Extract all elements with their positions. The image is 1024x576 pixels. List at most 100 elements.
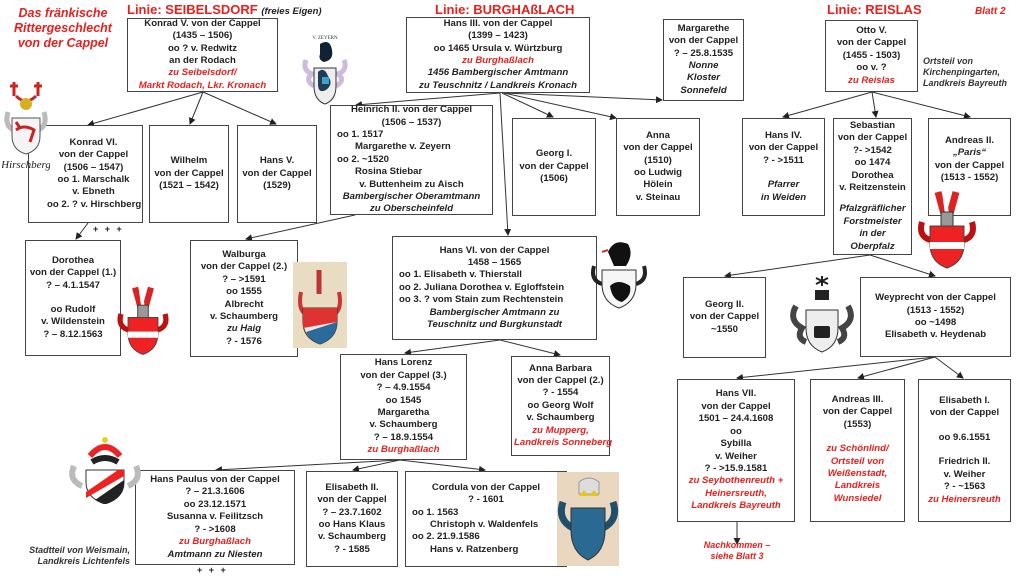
person-text-line: Christoph v. Waldenfels (430, 519, 539, 530)
person-text-line: oo 1. 1517 (337, 128, 384, 140)
line-heading-seibelsdorf: Linie: SEIBELSDORF (freies Eigen) (127, 2, 322, 17)
person-text-line: v. Buttenheim zu Aisch (359, 178, 464, 190)
person-text-line: oo 23.12.1571 (183, 498, 247, 510)
person-text-line: Landkreis Sonneberg (514, 437, 613, 449)
person-text-line: Teuschnitz und Burgkunstadt (426, 319, 563, 331)
person-text-line: ? – 18.9.1554 (373, 431, 434, 443)
person-text-line: Dorothea (51, 254, 95, 266)
person-text-line: Elisabeth I. (939, 395, 990, 407)
person-text-line: oo 1. Elisabeth v. Thierstall (399, 269, 522, 281)
person-text-line: v. Wildenstein (41, 316, 105, 328)
person-text-line: oo 1474 (854, 157, 891, 169)
person-text-line: zu Burghaßlach (462, 55, 534, 66)
person-text-line: zu Heinersreuth (928, 493, 1001, 505)
person-text-line: „Paris“ (952, 147, 987, 159)
person-text-line: ? – 4.1.1547 (46, 279, 100, 291)
person-text-line (836, 194, 909, 203)
person-text-line: Hans V. (259, 155, 295, 167)
person-text-line: von der Cappel (3.) (360, 369, 447, 381)
zeyern-coat-of-arms-icon: V. ZEYERN (302, 36, 348, 105)
person-text-line: Hans Lorenz (374, 357, 433, 369)
person-text-line: Georg II. (705, 298, 744, 310)
person-text-line: (1513 - 1552) (906, 304, 965, 316)
person-text-line: ? - 1576 (226, 335, 262, 347)
person-text-line: v. Weiher (715, 450, 757, 462)
person-georg-ii: Georg II.von der Cappel~1550 (683, 277, 766, 358)
svg-text:V. ZEYERN: V. ZEYERN (312, 36, 338, 41)
person-text-line: ? - 1585 (334, 543, 370, 555)
person-konrad-vi: Konrad VI.von der Cappel(1506 – 1547)oo … (28, 125, 143, 223)
person-text-line: von der Cappel (934, 159, 1005, 171)
person-text-line: zu Seibelsdorf/ (168, 67, 237, 79)
person-heinrich-ii: Heinrich II. von der Cappel(1506 – 1537)… (330, 104, 493, 215)
person-text-line: ? – 8.12.1563 (43, 328, 103, 340)
person-text-line: v. Schaumberg (526, 412, 595, 424)
extinct-marker: + + + (93, 224, 124, 234)
person-text-line: Pfarrer (767, 179, 800, 191)
person-text-line: Hölein (643, 179, 673, 191)
person-text-line: Friedrich II. (938, 456, 991, 468)
person-text-line: von der Cappel (836, 37, 907, 49)
person-text-line: ? - 1554 (542, 387, 579, 399)
person-text-line: von der Cappel (317, 494, 387, 506)
line-heading-reislas: Linie: REISLAS (827, 2, 922, 17)
person-text-line: oo ? v. Redwitz (167, 42, 238, 54)
person-georg-i: Georg I.von der Cappel(1506) (512, 118, 596, 216)
person-text-line: von der Cappel (689, 311, 760, 323)
person-text-line: von der Cappel (1.) (29, 267, 117, 279)
person-text-line: Sebastian (849, 120, 896, 131)
person-text-line: Heinersreuth, (705, 487, 767, 499)
cappel-coat-of-arms-icon (918, 191, 976, 269)
person-text-line: Sonnefeld (680, 84, 727, 96)
person-text-line: von der Cappel (837, 132, 908, 144)
person-text-line: an der Rodach (169, 55, 236, 66)
heydenab-coat-of-arms-icon (790, 276, 854, 353)
person-text-line: Margarethe v. Zeyern (355, 141, 451, 153)
person-text-line: in der (859, 228, 886, 240)
person-text-line: v. Schaumberg (369, 419, 438, 431)
person-text-line: (1513 - 1552) (940, 172, 999, 184)
person-text-line: von der Cappel (2.) (517, 374, 604, 386)
person-text-line: ?- >1542 (853, 144, 892, 156)
person-text-line: Markt Rodach, Lkr. Kronach (138, 79, 267, 91)
person-text-line: 1501 – 24.4.1608 (698, 413, 774, 425)
person-text-line: zu Burghaßlach (367, 444, 440, 456)
person-text-line: oo (730, 425, 742, 437)
person-text-line: zu Burghaßlach (179, 536, 251, 548)
person-text-line: v. Steinau (635, 191, 681, 203)
line-heading-burghasslach: Linie: BURGHAßLACH (435, 2, 575, 17)
person-text-line: Elisabeth v. Heydenab (884, 329, 987, 341)
person-andreas-iii: Andreas III.von der Cappel(1553)zu Schön… (810, 379, 905, 522)
person-hans-v: Hans V.von der Cappel(1529) (237, 125, 317, 223)
svg-text:Hirschberg: Hirschberg (2, 159, 50, 171)
person-text-line: ? - >15.9.1581 (704, 462, 768, 474)
person-text-line: Otto V. (856, 24, 887, 36)
person-text-line: oo 1. 1563 (412, 506, 459, 518)
person-text-line: von der Cappel (519, 160, 589, 172)
person-text-line: oo Hans Klaus (318, 519, 386, 530)
person-text-line: von der Cappel (2.) (200, 261, 288, 273)
person-text-line: Weißenstadt, (827, 468, 888, 480)
person-text-line: zu Reislas (848, 74, 895, 86)
note-descendants: Nachkommen –siehe Blatt 3 (703, 540, 771, 561)
person-text-line: ? – 23.7.1602 (322, 506, 382, 518)
person-text-line: oo 1555 (226, 286, 262, 298)
person-text-line: v. Reitzenstein (839, 182, 906, 194)
note-weismain: Stadtteil von Weismain,Landkreis Lichten… (29, 545, 130, 566)
person-text-line: ? - 1601 (468, 494, 504, 506)
person-text-line: Sybilla (720, 438, 752, 450)
person-text-line: (1510) (644, 154, 672, 166)
person-text-line: von der Cappel (58, 149, 129, 161)
person-konrad-v: Konrad V. von der Cappel(1435 – 1506)oo … (127, 18, 278, 92)
person-text-line: (1529) (263, 180, 291, 192)
person-text-line: ? - >1608 (194, 523, 236, 535)
person-text-line: oo 2. Juliana Dorothea v. Egloffstein (399, 281, 565, 293)
person-text-line: ? – 4.9.1554 (376, 382, 431, 394)
person-text-line: Wunsiedel (833, 492, 882, 504)
person-text-line: ? - ~1563 (943, 481, 986, 493)
person-text-line: v. Schaumberg (317, 531, 387, 543)
